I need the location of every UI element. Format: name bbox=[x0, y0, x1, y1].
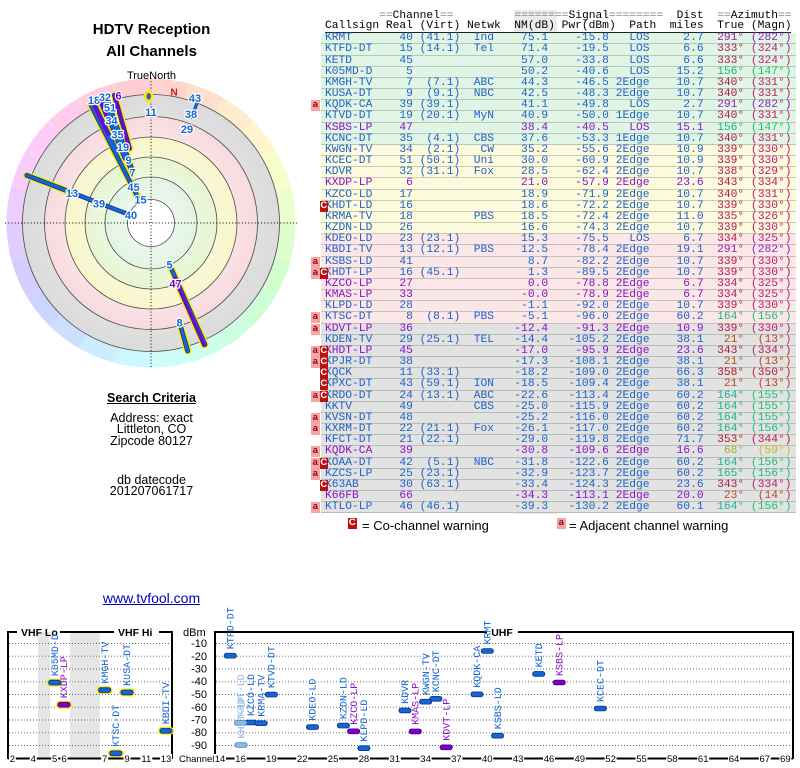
svg-text:-30: -30 bbox=[191, 664, 207, 676]
svg-text:16: 16 bbox=[235, 754, 246, 765]
svg-text:9: 9 bbox=[124, 754, 129, 765]
svg-text:6: 6 bbox=[115, 91, 121, 103]
svg-text:KBDI-TV: KBDI-TV bbox=[162, 682, 173, 724]
svg-text:6: 6 bbox=[61, 754, 66, 765]
svg-text:KHDT-LP: KHDT-LP bbox=[237, 696, 248, 738]
svg-text:18: 18 bbox=[88, 95, 100, 107]
svg-text:KRMA-TV: KRMA-TV bbox=[257, 675, 268, 717]
svg-text:Channel: Channel bbox=[179, 754, 214, 765]
svg-text:KRMT: KRMT bbox=[484, 620, 495, 644]
svg-text:-70: -70 bbox=[191, 715, 207, 727]
svg-text:KTFD-DT: KTFD-DT bbox=[227, 607, 238, 649]
svg-text:N: N bbox=[171, 88, 178, 99]
svg-text:49: 49 bbox=[575, 754, 586, 765]
svg-text:KXDP-LP: KXDP-LP bbox=[60, 656, 71, 698]
svg-text:VHF Lo: VHF Lo bbox=[21, 627, 58, 639]
svg-text:34: 34 bbox=[420, 754, 431, 765]
svg-text:KLPD-LD: KLPD-LD bbox=[360, 700, 371, 742]
svg-text:KCEC-DT: KCEC-DT bbox=[597, 660, 608, 702]
svg-text:28: 28 bbox=[359, 754, 370, 765]
svg-text:14: 14 bbox=[215, 754, 226, 765]
svg-text:KWGN-TV: KWGN-TV bbox=[422, 653, 433, 695]
svg-text:4: 4 bbox=[31, 754, 36, 765]
svg-text:KZCO-LP: KZCO-LP bbox=[350, 683, 361, 725]
svg-text:47: 47 bbox=[169, 279, 181, 291]
svg-text:dBm: dBm bbox=[183, 627, 206, 639]
svg-text:KMAS-LP: KMAS-LP bbox=[412, 683, 423, 725]
svg-text:KZDN-LD: KZDN-LD bbox=[340, 677, 351, 719]
svg-text:KTVD-DT: KTVD-DT bbox=[268, 646, 279, 688]
svg-text:69: 69 bbox=[780, 754, 791, 765]
svg-text:15: 15 bbox=[134, 195, 146, 207]
svg-text:KSBS-LP: KSBS-LP bbox=[555, 634, 566, 676]
svg-text:35: 35 bbox=[111, 130, 123, 142]
svg-text:2: 2 bbox=[10, 754, 15, 765]
svg-text:13: 13 bbox=[66, 188, 78, 200]
svg-text:45: 45 bbox=[127, 182, 139, 194]
svg-text:KDVT-LP: KDVT-LP bbox=[442, 699, 453, 741]
svg-text:7: 7 bbox=[102, 754, 107, 765]
svg-text:KCNC-DT: KCNC-DT bbox=[432, 650, 443, 692]
svg-text:58: 58 bbox=[667, 754, 678, 765]
svg-text:52: 52 bbox=[605, 754, 616, 765]
svg-text:67: 67 bbox=[760, 754, 771, 765]
svg-text:11: 11 bbox=[145, 107, 157, 119]
svg-text:-40: -40 bbox=[191, 676, 207, 688]
svg-text:KUSA-DT: KUSA-DT bbox=[123, 644, 134, 686]
svg-text:-10: -10 bbox=[191, 638, 207, 650]
svg-text:38: 38 bbox=[185, 109, 197, 121]
svg-text:11: 11 bbox=[141, 754, 151, 765]
svg-text:5: 5 bbox=[166, 260, 172, 272]
svg-text:KTSC-DT: KTSC-DT bbox=[112, 705, 123, 747]
svg-text:KMGH-TV: KMGH-TV bbox=[101, 642, 112, 684]
svg-text:51: 51 bbox=[104, 103, 116, 115]
svg-text:-50: -50 bbox=[191, 689, 207, 701]
svg-text:64: 64 bbox=[729, 754, 740, 765]
svg-text:-90: -90 bbox=[191, 740, 207, 752]
svg-text:34: 34 bbox=[105, 116, 118, 128]
svg-text:43: 43 bbox=[513, 754, 524, 765]
svg-text:37: 37 bbox=[451, 754, 462, 765]
svg-text:KHDT-LD: KHDT-LD bbox=[237, 674, 248, 716]
svg-text:40: 40 bbox=[482, 754, 493, 765]
svg-text:19: 19 bbox=[266, 754, 277, 765]
svg-text:31: 31 bbox=[390, 754, 401, 765]
svg-text:8: 8 bbox=[176, 318, 182, 330]
svg-text:22: 22 bbox=[297, 754, 308, 765]
svg-text:VHF Hi: VHF Hi bbox=[118, 627, 153, 639]
svg-text:55: 55 bbox=[636, 754, 647, 765]
svg-text:KZCO-LD: KZCO-LD bbox=[247, 674, 258, 716]
svg-text:KSBS-LD: KSBS-LD bbox=[494, 687, 505, 729]
svg-text:32: 32 bbox=[99, 92, 111, 104]
svg-text:-80: -80 bbox=[191, 727, 207, 739]
svg-text:7: 7 bbox=[129, 168, 135, 180]
svg-text:UHF: UHF bbox=[491, 627, 513, 639]
svg-text:13: 13 bbox=[161, 754, 172, 765]
svg-text:KDEO-LD: KDEO-LD bbox=[309, 679, 320, 721]
svg-text:9: 9 bbox=[125, 155, 131, 167]
svg-text:KQDK-CA: KQDK-CA bbox=[473, 646, 484, 688]
svg-text:25: 25 bbox=[328, 754, 339, 765]
svg-text:5: 5 bbox=[52, 754, 57, 765]
svg-text:29: 29 bbox=[181, 124, 193, 136]
svg-text:19: 19 bbox=[117, 142, 129, 154]
svg-text:KDVR: KDVR bbox=[401, 680, 412, 704]
svg-text:40: 40 bbox=[125, 210, 137, 222]
svg-text:K05MD-D: K05MD-D bbox=[51, 634, 62, 676]
svg-text:43: 43 bbox=[189, 93, 201, 105]
svg-text:-60: -60 bbox=[191, 702, 207, 714]
svg-text:KETD: KETD bbox=[535, 643, 546, 667]
svg-text:46: 46 bbox=[544, 754, 555, 765]
svg-text:-20: -20 bbox=[191, 651, 207, 663]
svg-text:61: 61 bbox=[698, 754, 709, 765]
svg-text:39: 39 bbox=[93, 199, 105, 211]
